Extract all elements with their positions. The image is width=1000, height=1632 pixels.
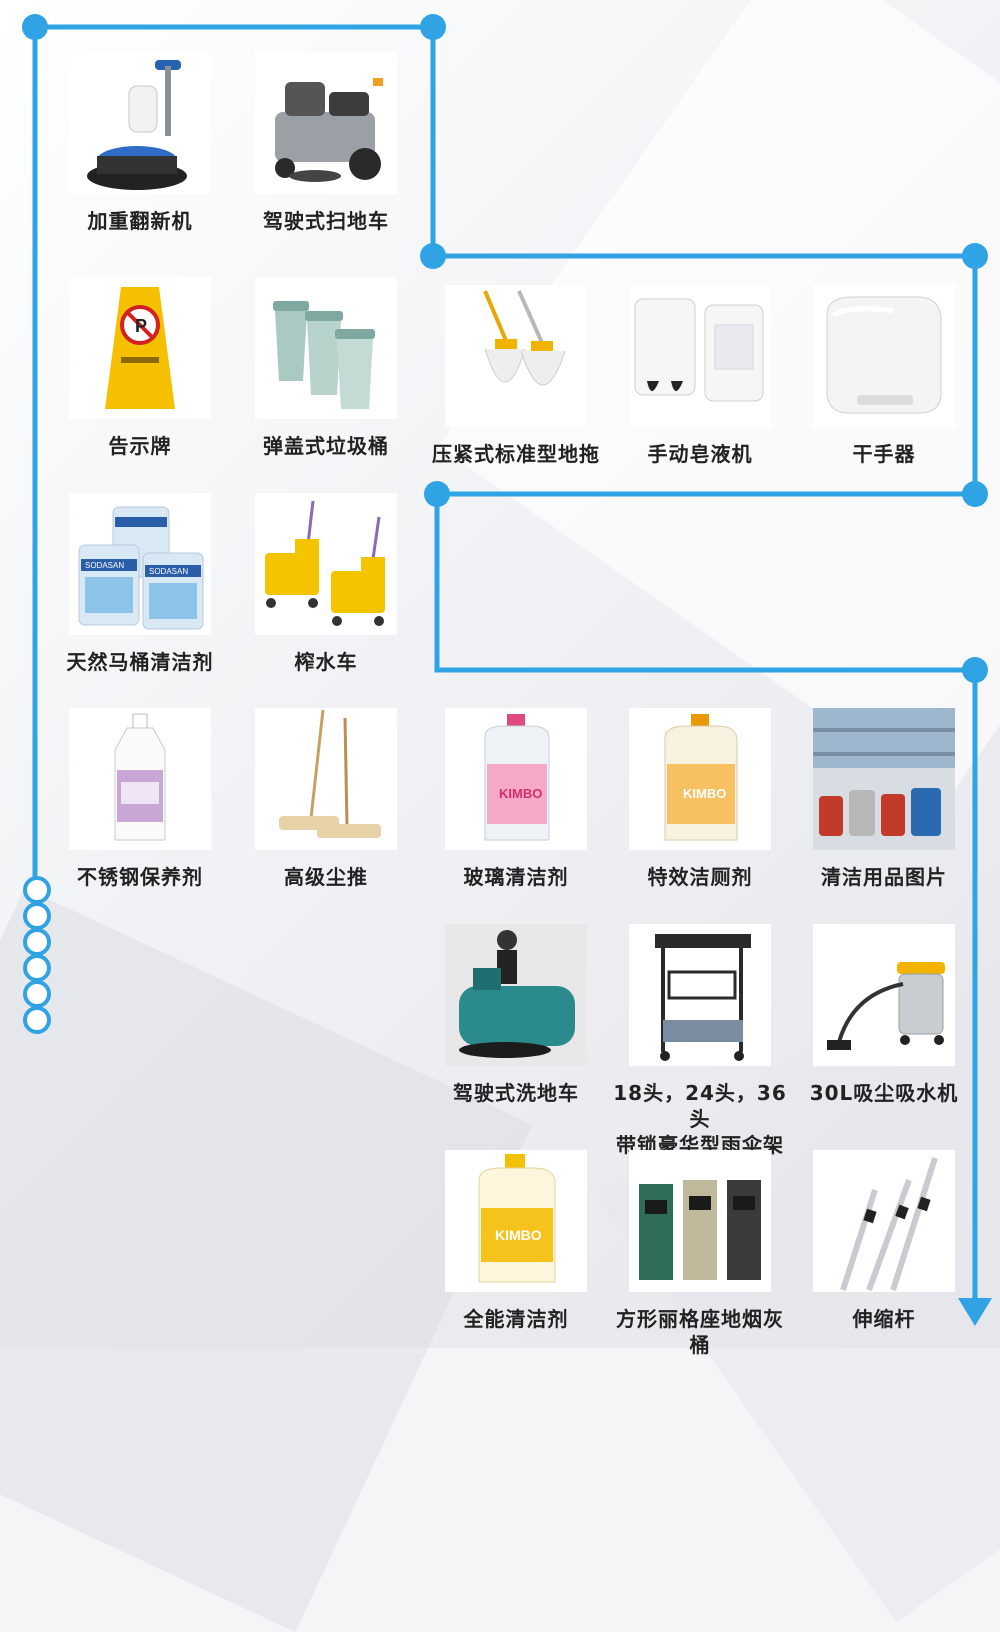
jug-yellow-icon: KIMBO <box>445 1150 587 1292</box>
product-glass-cleaner: KIMBO 玻璃清洁剂 <box>426 708 606 890</box>
product-wet-dry-vacuum: 30L吸尘吸水机 <box>794 924 974 1106</box>
timeline-lines <box>22 14 992 1326</box>
svg-text:P: P <box>135 316 147 336</box>
product-label: 不锈钢保养剂 <box>77 865 203 889</box>
product-floor-renovator: 加重翻新机 <box>50 52 230 234</box>
product-label: 驾驶式洗地车 <box>453 1081 579 1105</box>
product-label: 方形丽格座地烟灰桶 <box>616 1307 784 1357</box>
product-label: 30L吸尘吸水机 <box>809 1081 959 1105</box>
product-label: 天然马桶清洁剂 <box>66 650 214 674</box>
sweeper-icon <box>255 52 397 194</box>
product-label: 驾驶式扫地车 <box>263 209 389 233</box>
store-shelves-icon <box>813 708 955 850</box>
brand-text: KIMBO <box>495 1227 542 1243</box>
product-label: 干手器 <box>852 442 916 466</box>
product-telescopic-pole: 伸缩杆 <box>794 1150 974 1332</box>
product-label: 压紧式标准型地拖 <box>432 442 600 466</box>
product-steel-polish: 不锈钢保养剂 <box>50 708 230 890</box>
product-label: 特效洁厕剂 <box>647 865 753 889</box>
warning-sign-icon: P <box>69 277 211 419</box>
cleaner-jug-icon: SODASAN SODASAN <box>69 493 211 635</box>
soap-dispenser-icon <box>629 285 771 427</box>
product-label: 玻璃清洁剂 <box>463 865 569 889</box>
product-label: 清洁用品图片 <box>821 865 947 889</box>
product-label: 全能清洁剂 <box>463 1307 569 1331</box>
jug-pink-icon: KIMBO <box>445 708 587 850</box>
product-label: 加重翻新机 <box>87 209 193 233</box>
umbrella-stand-icon <box>629 924 771 1066</box>
product-label: 告示牌 <box>108 434 172 458</box>
product-umbrella-stand: 18头，24头，36头 带锁豪华型雨伞架 <box>610 924 790 1158</box>
product-hand-dryer: 干手器 <box>794 285 974 467</box>
brand-text: SODASAN <box>149 567 188 576</box>
product-soap-dispenser: 手动皂液机 <box>610 285 790 467</box>
product-flip-lid-bin: 弹盖式垃圾桶 <box>236 277 416 459</box>
product-ride-on-sweeper: 驾驶式扫地车 <box>236 52 416 234</box>
product-standard-mop: 压紧式标准型地拖 <box>426 285 606 467</box>
product-label: 18头，24头，36头 带锁豪华型雨伞架 <box>613 1081 787 1157</box>
floor-machine-icon <box>69 52 211 194</box>
mop-icon <box>445 285 587 427</box>
product-mop-wringer: 榨水车 <box>236 493 416 675</box>
brand-text: SODASAN <box>85 561 124 570</box>
product-toilet-cleaner: SODASAN SODASAN 天然马桶清洁剂 <box>50 493 230 675</box>
product-ride-on-scrubber: 驾驶式洗地车 <box>426 924 606 1106</box>
product-label: 高级尘推 <box>284 865 368 889</box>
product-label: 伸缩杆 <box>852 1307 916 1331</box>
brand-text: KIMBO <box>499 786 542 801</box>
jug-orange-icon: KIMBO <box>629 708 771 850</box>
product-dust-mop: 高级尘推 <box>236 708 416 890</box>
product-ashtray-bin: 方形丽格座地烟灰桶 <box>610 1150 790 1358</box>
dust-mop-icon <box>255 708 397 850</box>
product-all-purpose-cleaner: KIMBO 全能清洁剂 <box>426 1150 606 1332</box>
product-toilet-detergent: KIMBO 特效洁厕剂 <box>610 708 790 890</box>
product-label: 弹盖式垃圾桶 <box>263 434 389 458</box>
scrubber-icon <box>445 924 587 1066</box>
telescopic-pole-icon <box>813 1150 955 1292</box>
bottle-icon <box>69 708 211 850</box>
product-label: 手动皂液机 <box>647 442 753 466</box>
trash-bin-icon <box>255 277 397 419</box>
product-label: 榨水车 <box>294 650 358 674</box>
product-supplies-photo: 清洁用品图片 <box>794 708 974 890</box>
brand-text: KIMBO <box>683 786 726 801</box>
vacuum-icon <box>813 924 955 1066</box>
ashtray-bin-icon <box>629 1150 771 1292</box>
wringer-bucket-icon <box>255 493 397 635</box>
product-warning-sign: P 告示牌 <box>50 277 230 459</box>
hand-dryer-icon <box>813 285 955 427</box>
